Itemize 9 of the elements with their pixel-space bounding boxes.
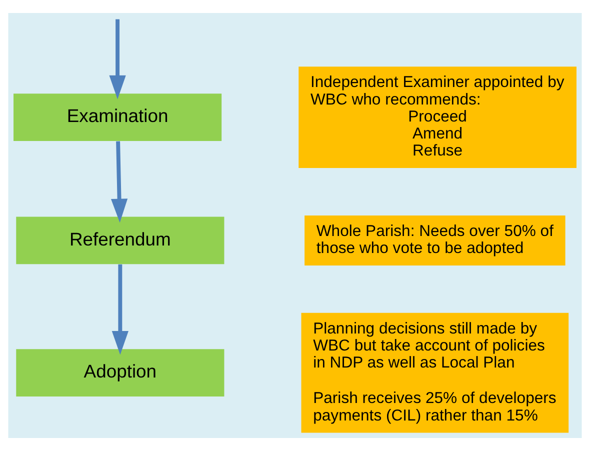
node-box: Referendum: [16, 216, 224, 264]
node-box: Planning decisions still made by WBC but take account of policies in NDP as well as Local Plan Parish receives 25% of developers payments (CIL) rather than 15%: [301, 312, 569, 433]
arrow: [110, 141, 128, 223]
arrow: [112, 264, 128, 355]
node-box: Whole Parish: Needs over 50% of those who vote to be adopted: [304, 215, 566, 266]
node-box: Adoption: [16, 349, 224, 397]
arrow: [109, 19, 126, 100]
node-box: Independent Examiner appointed by WBC who recommends: Proceed Amend Refuse: [298, 66, 576, 168]
node-box: Examination: [14, 94, 222, 142]
